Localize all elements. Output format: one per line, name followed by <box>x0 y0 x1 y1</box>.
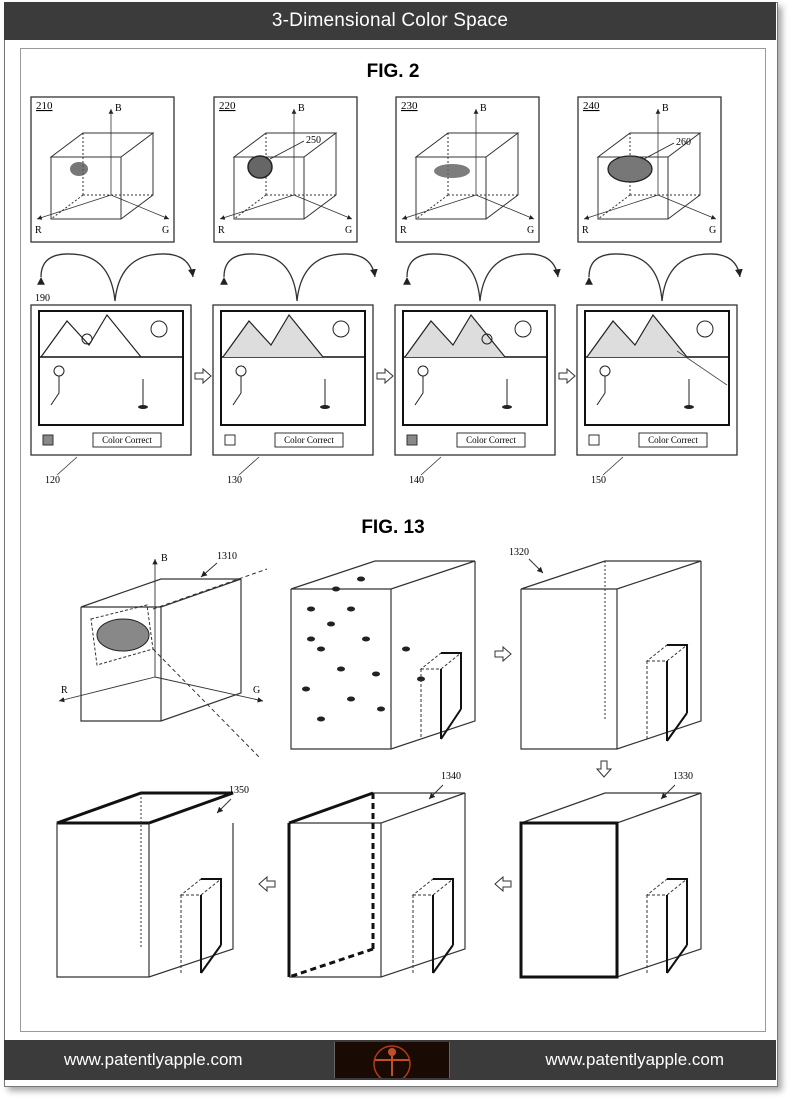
svg-text:G: G <box>709 225 716 236</box>
svg-text:B: B <box>480 103 487 114</box>
fig2-screen-140: Color Correct <box>394 304 556 456</box>
svg-text:Color Correct: Color Correct <box>648 435 698 445</box>
fig2-step-arrows <box>194 367 576 385</box>
vitruvian-logo-icon <box>334 1042 450 1078</box>
fig13-step-arrows <box>258 645 613 893</box>
fig13-cube-1330: 1330 <box>519 771 702 979</box>
svg-text:R: R <box>400 225 407 236</box>
fig2-screen-130: Color Correct <box>212 304 374 456</box>
footer-link-right[interactable]: www.patentlyapple.com <box>545 1050 724 1069</box>
fig13-cube-1350: 1350 <box>56 785 249 978</box>
fig2-cube-230: 230 B R G <box>395 96 540 243</box>
svg-text:1320: 1320 <box>509 547 529 558</box>
svg-text:R: R <box>582 225 589 236</box>
svg-text:R: R <box>61 685 68 696</box>
footer-bar: www.patentlyapple.com www.patentlyapple.… <box>4 1040 776 1080</box>
svg-text:B: B <box>662 103 669 114</box>
fig13-cube-1310: B R G 1310 <box>58 551 268 760</box>
svg-text:R: R <box>218 225 225 236</box>
svg-text:B: B <box>298 103 305 114</box>
fig2-cube-220: 220 B R G 250 <box>213 96 358 243</box>
fig2-braces <box>37 253 743 302</box>
svg-text:G: G <box>253 685 260 696</box>
svg-text:1340: 1340 <box>441 771 461 782</box>
patent-drawing: FIG. 2 210 B R G 220 B R G 250 <box>30 61 743 979</box>
svg-text:120: 120 <box>45 475 60 486</box>
patent-figure-panel: FIG. 2 210 B R G 220 B R G 250 <box>20 48 766 1032</box>
svg-text:Color Correct: Color Correct <box>466 435 516 445</box>
svg-text:G: G <box>527 225 534 236</box>
svg-text:1330: 1330 <box>673 771 693 782</box>
svg-text:150: 150 <box>591 475 606 486</box>
fig13-cube-1340: 1340 <box>287 771 466 979</box>
svg-text:190: 190 <box>35 293 50 304</box>
svg-text:1310: 1310 <box>217 551 237 562</box>
svg-text:R: R <box>35 225 42 236</box>
fig2-screen-120: Color Correct 190 <box>30 293 192 456</box>
svg-text:250: 250 <box>306 135 321 146</box>
svg-text:220: 220 <box>219 100 236 112</box>
svg-text:Color Correct: Color Correct <box>284 435 334 445</box>
fig2-label: FIG. 2 <box>367 61 420 82</box>
svg-text:B: B <box>115 103 122 114</box>
svg-text:G: G <box>162 225 169 236</box>
fig2-cube-210: 210 B R G <box>30 96 175 243</box>
fig13-cube-scatter <box>290 560 476 750</box>
svg-text:230: 230 <box>401 100 418 112</box>
fig2-screen-refs: 120 130 140 150 <box>45 475 606 486</box>
svg-text:210: 210 <box>36 100 53 112</box>
svg-text:240: 240 <box>583 100 600 112</box>
svg-text:260: 260 <box>676 137 691 148</box>
svg-text:B: B <box>161 553 168 564</box>
fig13-label: FIG. 13 <box>361 517 424 538</box>
fig13-cube-1320: 1320 <box>509 547 702 750</box>
color-correct-button-label: Color Correct <box>102 435 152 445</box>
fig2-cube-240: 240 B R G 260 <box>577 96 722 243</box>
svg-text:140: 140 <box>409 475 424 486</box>
page-title: 3-Dimensional Color Space <box>4 2 776 40</box>
svg-text:G: G <box>345 225 352 236</box>
footer-link-left[interactable]: www.patentlyapple.com <box>64 1050 243 1069</box>
fig2-screen-150: Color Correct <box>576 304 738 456</box>
svg-text:1350: 1350 <box>229 785 249 796</box>
svg-text:130: 130 <box>227 475 242 486</box>
